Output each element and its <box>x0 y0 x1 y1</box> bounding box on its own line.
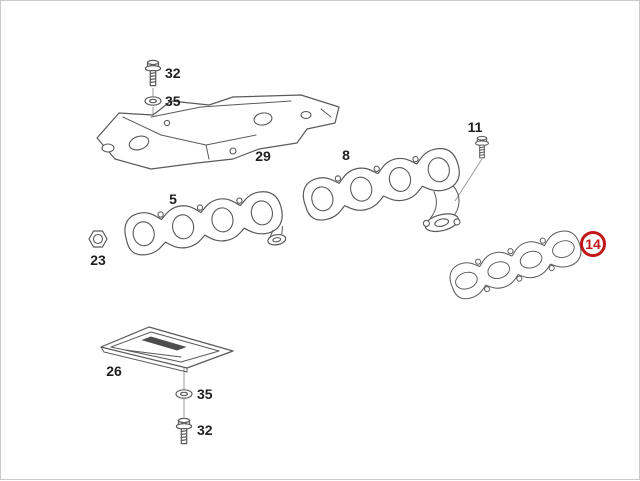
part-washer-top-drawing <box>144 96 162 106</box>
part-nut-drawing <box>88 230 108 248</box>
callout-manifold-right: 8 <box>342 147 350 163</box>
highlighted-callout-gasket[interactable]: 14 <box>580 231 606 257</box>
part-heat-shield-bottom-drawing <box>100 326 234 373</box>
callout-heat-shield-bottom: 26 <box>106 363 122 379</box>
callout-washer-top: 35 <box>165 93 181 109</box>
part-manifold-left-drawing <box>121 188 287 259</box>
part-heat-shield-top-drawing <box>96 94 340 170</box>
part-manifold-right-drawing <box>298 143 464 233</box>
part-bolt-top-drawing <box>144 59 162 87</box>
callout-bolt-bottom: 32 <box>197 422 213 438</box>
callout-heat-shield-top: 29 <box>255 148 271 164</box>
part-bolt-right-drawing <box>475 135 489 159</box>
part-bolt-bottom-drawing <box>175 417 193 445</box>
callout-bolt-right: 11 <box>468 119 483 135</box>
part-washer-bottom-drawing <box>175 389 193 399</box>
callout-manifold-left: 5 <box>169 191 177 207</box>
callout-bolt-top: 32 <box>165 65 181 81</box>
part-gasket-drawing <box>445 226 586 303</box>
callout-gasket: 14 <box>585 236 601 252</box>
highlight-ring <box>580 231 606 257</box>
callout-washer-bottom: 35 <box>197 386 213 402</box>
callout-nut-left: 23 <box>90 252 106 268</box>
